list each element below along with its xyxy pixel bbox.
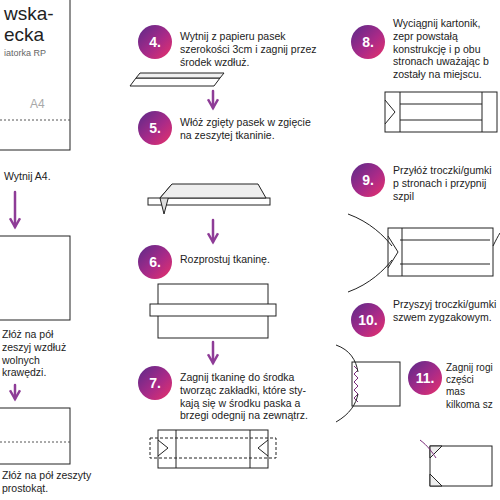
flow-arrow: [212, 220, 215, 242]
step-region: 5. Włóż zgięty pasek w zgięcie na zeszyte…: [133, 111, 323, 218]
step-circle: 10.: [351, 303, 385, 337]
mask-with-ties-stroke: [348, 260, 392, 292]
step-region: 8. Wyciągnij kartonik, zepr powstałą kons…: [345, 15, 498, 140]
step-region: 10. Przyszyj troczki/gumki szwem zygzakow…: [345, 298, 498, 358]
step-region: 11. Zagnij rogi części mas kilkoma sz: [403, 360, 497, 440]
step-instruction: Wytnij A4.: [4, 170, 78, 183]
pressed-mask-stroke: [400, 92, 401, 132]
flow-arrow: [14, 192, 17, 227]
mask-with-ties-stroke: [400, 264, 490, 265]
step-circle: 6.: [138, 245, 172, 279]
pleated-fabric-stroke: [150, 438, 276, 458]
step-instruction: Wyciągnij kartonik, zepr powstałą konstr…: [393, 17, 497, 81]
flow-arrow: [212, 342, 215, 363]
step-number: 7.: [149, 376, 161, 390]
mask-with-ties-stroke: [388, 228, 493, 276]
sewn-ties-stroke: [336, 394, 358, 422]
step-number: 8.: [362, 35, 374, 49]
sewn-ties-stroke: [336, 345, 358, 372]
title-text: wska- ecka: [4, 4, 66, 46]
mask-with-ties: [348, 214, 500, 292]
unfolded-fabric-stroke: [150, 304, 276, 316]
step-region: 9. Przyłóż troczki/gumki p stronach i prz…: [345, 160, 498, 292]
mask-with-ties-stroke: [493, 233, 500, 246]
step-number: 5.: [149, 121, 161, 135]
pleated-fabric-stroke: [158, 440, 168, 456]
unfolded-fabric: [150, 284, 276, 338]
step-instruction: Zagnij tkaninę do środka tworząc zakładk…: [180, 371, 320, 422]
step-instruction: Złóż na pół zeszyty prostokąt.: [2, 469, 110, 495]
subtitle-label: iatorka RP: [4, 48, 68, 59]
step-region: 7. Zagnij tkaninę do środka tworząc zakła…: [133, 366, 323, 472]
step-instruction: Zagnij rogi części mas kilkoma sz: [446, 362, 494, 411]
a4-sheet: [0, 0, 70, 150]
pressed-mask-stroke: [385, 92, 497, 132]
paper-strip-stroke: [130, 78, 220, 86]
paper-strip-stroke: [136, 73, 224, 78]
folded-corners-stroke: [430, 446, 492, 486]
pressed-mask: [385, 92, 497, 132]
step-sheet: A4Wytnij A4.: [0, 0, 80, 190]
step-instruction: Przyłóż troczki/gumki p stronach i przyp…: [393, 164, 497, 202]
pleated-fabric-stroke: [250, 430, 251, 468]
folded-fabric: [0, 236, 70, 320]
pressed-mask-stroke: [385, 100, 395, 124]
mask-with-ties-stroke: [348, 214, 392, 246]
flow-arrow: [212, 91, 215, 108]
step-instruction: Wytnij z papieru pasek szerokości 3cm i …: [180, 30, 320, 68]
step-circle: 4.: [138, 25, 172, 59]
pleated-fabric-stroke: [176, 430, 177, 468]
step-number: 10.: [358, 313, 377, 327]
folded-corners-stroke: [420, 440, 436, 458]
step-instruction: Przyszyj troczki/gumki szwem zygzakowym.: [393, 298, 497, 324]
strip-in-fabric: [148, 184, 270, 214]
pressed-mask-stroke: [400, 120, 482, 121]
folded-corners-stroke: [430, 474, 442, 486]
folded-fabric-stroke: [0, 236, 70, 320]
a4-sheet-stroke: [0, 120, 70, 121]
sewn-ties-stroke: [352, 362, 400, 406]
step-circle: 7.: [138, 366, 172, 400]
paper-strip: [130, 73, 224, 86]
pleated-fabric-stroke: [158, 430, 268, 468]
a4-sheet-stroke: [0, 0, 70, 150]
pleated-fabric: [150, 430, 276, 468]
step-number: 6.: [149, 255, 161, 269]
step-number: 4.: [149, 35, 161, 49]
step-instruction: Złóż na pół zeszyj wzdłuż wolnych krawęd…: [2, 328, 80, 379]
step-instruction: Rozprostuj tkaninę.: [180, 253, 320, 266]
strip-in-fabric-stroke: [160, 184, 266, 198]
step-region: 4. Wytnij z papieru pasek szerokości 3cm …: [133, 22, 323, 89]
pleated-fabric-stroke: [258, 440, 268, 456]
step-region: 6. Rozprostuj tkaninę.: [133, 245, 323, 340]
step-number: 9.: [362, 173, 374, 187]
pressed-mask-stroke: [482, 92, 483, 132]
sewn-fabric: [0, 408, 70, 464]
flow-arrow: [14, 385, 17, 399]
mask-with-ties-stroke: [400, 240, 490, 241]
step-circle: 9.: [351, 163, 385, 197]
pressed-mask-stroke: [400, 104, 482, 105]
sewn-fabric-stroke: [0, 442, 70, 443]
sewn-ties: [336, 345, 400, 422]
step-instruction: Włóż zgięty pasek w zgięcie na zeszytej …: [180, 116, 320, 142]
mask-with-ties-stroke: [402, 228, 403, 276]
step-sheet: Złóż na pół zeszyj wzdłuż wolnych krawęd…: [0, 230, 82, 383]
folded-corners: [420, 440, 492, 486]
step-circle: 5.: [138, 111, 172, 145]
step-circle: 8.: [351, 25, 385, 59]
step-number: 11.: [416, 371, 435, 385]
sheet-label: A4: [30, 97, 70, 112]
sewn-fabric-stroke: [0, 408, 70, 464]
step-sheet: Złóż na pół zeszyty prostokąt.: [0, 402, 112, 498]
step-circle: 11.: [408, 361, 442, 395]
